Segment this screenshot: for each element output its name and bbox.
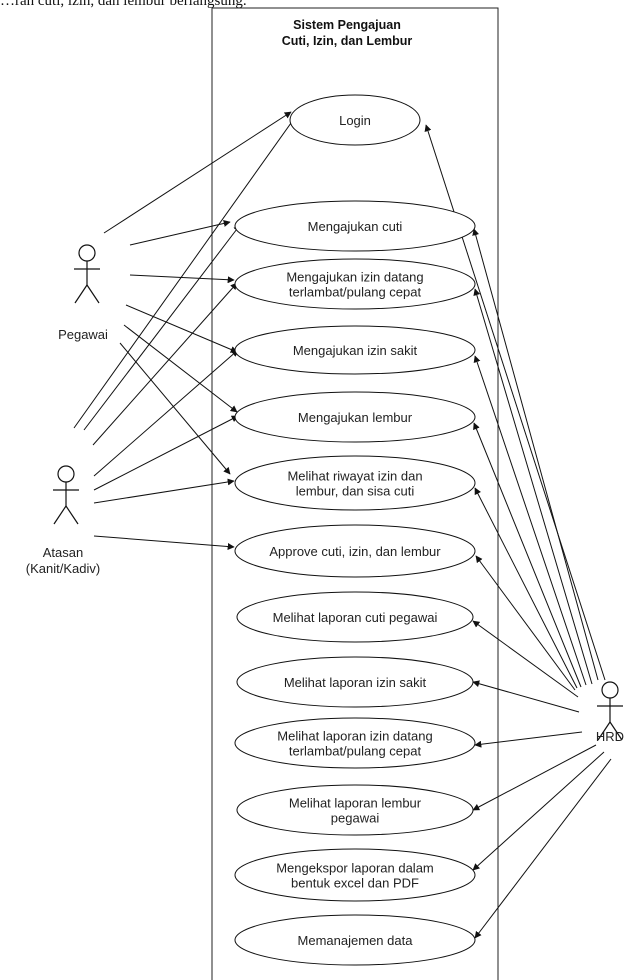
association-atasan-approve — [93, 535, 235, 550]
page-caption-fragment: …rah cuti, izin, dan lembur berlangsung. — [0, 0, 247, 9]
association-hrd-cuti — [472, 228, 599, 681]
actor-label: (Kanit/Kadiv) — [26, 561, 100, 576]
use-case-label: terlambat/pulang cepat — [289, 744, 422, 759]
use-case-manajemen[interactable]: Memanajemen data — [234, 914, 476, 966]
association-hrd-approve — [475, 555, 576, 691]
stick-figure-icon — [74, 244, 100, 304]
association-hrd-lembur — [473, 422, 582, 688]
actor-label: Atasan — [43, 545, 83, 560]
association-hrd-ekspor — [472, 751, 605, 871]
association-hrd-lap-lembur — [472, 744, 597, 811]
association-pegawai-riwayat — [119, 342, 231, 475]
association-pegawai-lembur — [123, 324, 238, 413]
use-case-label: Melihat laporan lembur — [289, 796, 422, 811]
use-case-ellipse — [234, 258, 476, 310]
association-hrd-izin-sakit — [473, 355, 587, 686]
association-atasan-riwayat — [93, 478, 235, 504]
association-hrd-lap-izin-datang — [474, 731, 583, 748]
use-case-ellipse — [234, 455, 476, 511]
system-boundary — [211, 7, 499, 980]
actor-label: HRD — [596, 729, 624, 744]
use-case-label: Mengekspor laporan dalam — [276, 861, 434, 876]
association-atasan-izin-sakit — [93, 349, 239, 477]
actor-atasan: Atasan(Kanit/Kadiv) — [26, 465, 100, 576]
use-case-label: Melihat laporan izin datang — [277, 729, 432, 744]
use-case-ellipse — [234, 200, 476, 252]
association-pegawai-login — [103, 111, 292, 234]
stick-figure-icon — [53, 465, 79, 525]
use-case-lap-cuti[interactable]: Melihat laporan cuti pegawai — [236, 591, 474, 643]
use-case-ellipse — [236, 784, 474, 836]
actor-label: Pegawai — [58, 327, 108, 342]
use-case-label: Mengajukan izin sakit — [293, 343, 418, 358]
association-pegawai-izin-datang — [129, 274, 235, 284]
association-hrd-manajemen — [474, 758, 612, 939]
use-case-label: terlambat/pulang cepat — [289, 285, 422, 300]
use-case-label: Melihat laporan cuti pegawai — [273, 610, 438, 625]
association-hrd-riwayat — [474, 487, 578, 689]
use-case-approve[interactable]: Approve cuti, izin, dan lembur — [234, 524, 476, 578]
actor-pegawai: Pegawai — [58, 244, 108, 342]
use-case-login[interactable]: Login — [289, 94, 421, 146]
system-title-line: Cuti, Izin, dan Lembur — [282, 34, 413, 48]
use-case-label: Memanajemen data — [298, 933, 414, 948]
association-hrd-izin-datang — [473, 288, 593, 685]
use-case-ellipse — [234, 717, 476, 769]
use-case-label: Login — [339, 113, 371, 128]
use-case-label: Mengajukan cuti — [308, 219, 403, 234]
association-atasan-lembur — [93, 415, 239, 491]
system-title-line: Sistem Pengajuan — [293, 18, 401, 32]
actor-hrd: HRD — [596, 681, 624, 744]
use-case-ellipse — [234, 914, 476, 966]
use-case-ellipse — [234, 325, 476, 375]
association-hrd-lap-cuti — [472, 620, 579, 698]
stick-figure-icon — [597, 681, 623, 741]
association-atasan-cuti — [83, 224, 241, 431]
association-atasan-login — [73, 115, 297, 429]
use-case-label: Mengajukan izin datang — [286, 270, 423, 285]
use-case-ellipse — [234, 848, 476, 902]
use-case-label: Mengajukan lembur — [298, 410, 413, 425]
association-pegawai-cuti — [129, 220, 231, 246]
use-case-izin-sakit[interactable]: Mengajukan izin sakit — [234, 325, 476, 375]
use-case-label: Approve cuti, izin, dan lembur — [269, 544, 441, 559]
use-case-ellipse — [234, 391, 476, 443]
use-case-label: Melihat laporan izin sakit — [284, 675, 427, 690]
use-case-ellipse — [236, 591, 474, 643]
use-case-cuti[interactable]: Mengajukan cuti — [234, 200, 476, 252]
use-case-label: bentuk excel dan PDF — [291, 876, 419, 891]
association-atasan-izin-datang — [92, 282, 238, 446]
use-case-label: pegawai — [331, 811, 380, 826]
use-case-ellipse — [234, 524, 476, 578]
use-case-ellipse — [289, 94, 421, 146]
use-case-lap-sakit[interactable]: Melihat laporan izin sakit — [236, 656, 474, 708]
use-case-lap-izin-datang[interactable]: Melihat laporan izin datangterlambat/pul… — [234, 717, 476, 769]
use-case-lembur[interactable]: Mengajukan lembur — [234, 391, 476, 443]
association-pegawai-izin-sakit — [125, 304, 238, 353]
association-hrd-lap-sakit — [472, 680, 580, 713]
use-case-label: Melihat riwayat izin dan — [287, 469, 422, 484]
use-case-label: lembur, dan sisa cuti — [296, 484, 415, 499]
use-case-ellipse — [236, 656, 474, 708]
